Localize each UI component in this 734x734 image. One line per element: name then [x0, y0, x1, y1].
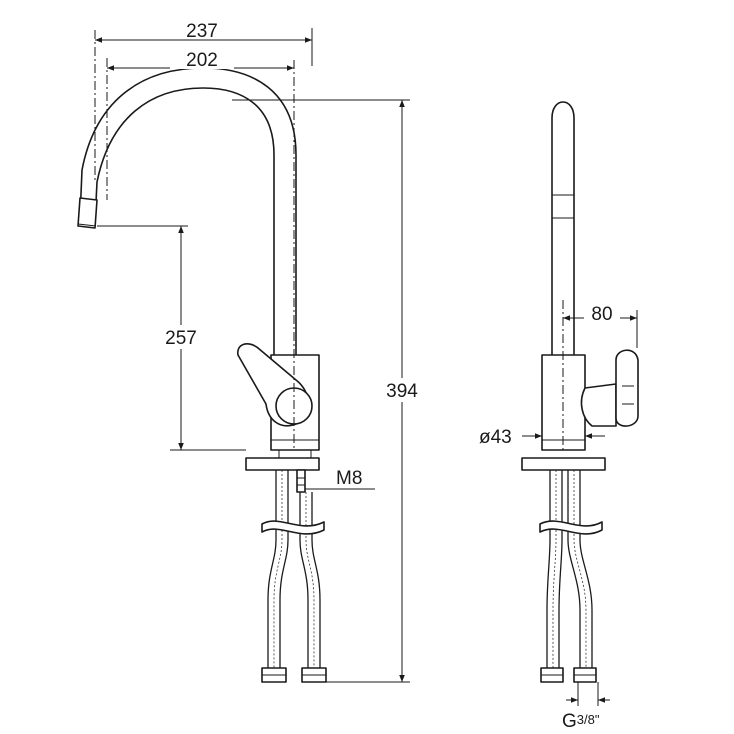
- dimension-overall-width: 237: [94, 20, 313, 180]
- dimension-overall-height: 394: [232, 99, 430, 683]
- label-connection: G3/8": [562, 711, 600, 732]
- dimension-body-diameter: ø43: [479, 427, 605, 448]
- spout: [77, 67, 297, 356]
- front-view: 237 202 257 394 M8: [77, 20, 430, 683]
- connection-unit: ": [595, 712, 600, 727]
- base-plate: [245, 450, 320, 471]
- threaded-rod: [296, 469, 306, 493]
- side-lever: [580, 349, 639, 427]
- label-o43: ø43: [479, 427, 512, 448]
- dimension-lever-length: 80: [563, 303, 638, 348]
- connection-fraction: 3/8: [577, 712, 595, 727]
- side-tube: [551, 101, 575, 356]
- dimension-connection: G3/8": [562, 682, 610, 732]
- label-202: 202: [186, 50, 218, 71]
- flexible-hoses: [261, 470, 327, 683]
- dimension-spout-reach: 202: [106, 50, 294, 200]
- label-80: 80: [591, 304, 612, 325]
- side-view: 80 ø43 G3/8": [479, 101, 639, 732]
- label-m8: M8: [336, 468, 362, 489]
- label-thread: M8: [305, 468, 375, 490]
- label-237: 237: [186, 21, 218, 42]
- dimension-spout-height: 257: [97, 225, 246, 451]
- label-257: 257: [165, 328, 197, 349]
- side-hoses: [539, 470, 603, 683]
- side-base-plate: [521, 457, 606, 471]
- label-394: 394: [386, 381, 418, 402]
- connection-prefix: G: [562, 711, 577, 732]
